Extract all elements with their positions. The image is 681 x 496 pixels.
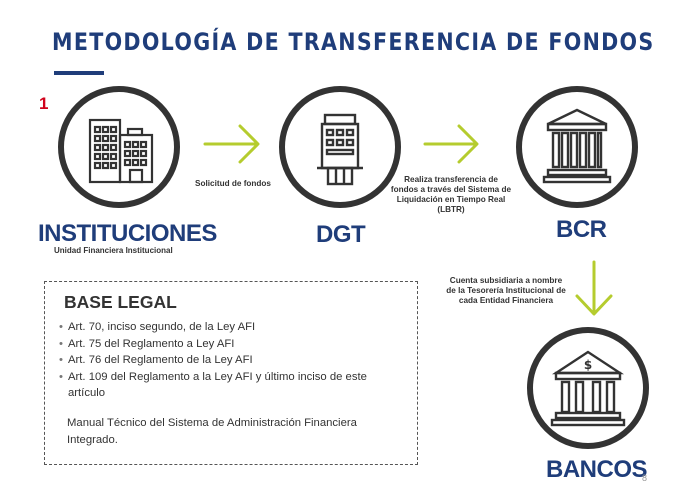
legal-item: Art. 70, inciso segundo, de la Ley AFI (59, 319, 399, 336)
bcr-label: BCR (556, 216, 607, 243)
government-building-icon (317, 113, 363, 186)
page-number: 8 (642, 473, 648, 483)
edge-label-cuenta-subsidiaria: Cuenta subsidiaria a nombre de la Tesore… (446, 276, 566, 305)
legal-item: Art. 109 del Reglamento a la Ley AFI y ú… (59, 369, 399, 402)
columns-building-icon (542, 108, 612, 184)
step-number: 1 (39, 94, 49, 113)
arrow-instituciones-dgt (203, 124, 260, 164)
legal-basis-box: BASE LEGAL Art. 70, inciso segundo, de l… (44, 281, 418, 465)
legal-list: Art. 70, inciso segundo, de la Ley AFI A… (59, 319, 399, 402)
svg-text:$: $ (584, 358, 592, 372)
arrow-bcr-bancos (575, 260, 613, 316)
legal-item: Art. 75 del Reglamento a Ley AFI (59, 336, 399, 353)
instituciones-node (58, 86, 180, 208)
edge-label-solicitud: Solicitud de fondos (195, 179, 271, 188)
legal-item: Art. 76 del Reglamento de la Ley AFI (59, 352, 399, 369)
instituciones-label: INSTITUCIONES (38, 220, 217, 247)
instituciones-sublabel: Unidad Financiera Institucional (54, 246, 173, 255)
legal-title: BASE LEGAL (64, 292, 177, 312)
bancos-node: $ (527, 327, 649, 449)
title-underline (54, 71, 104, 75)
office-buildings-icon (88, 118, 154, 184)
bcr-node (516, 86, 638, 208)
edge-label-lbtr: Realiza transferencia de fondos a través… (390, 175, 512, 214)
bank-dollar-icon (550, 350, 626, 427)
legal-note: Manual Técnico del Sistema de Administra… (67, 417, 357, 446)
bancos-label: BANCOS (546, 456, 648, 483)
page-title: METODOLOGÍA DE TRANSFERENCIA DE FONDOS (52, 28, 655, 56)
dgt-label: DGT (316, 221, 366, 248)
arrow-dgt-bcr (423, 124, 479, 164)
dgt-node (279, 86, 401, 208)
